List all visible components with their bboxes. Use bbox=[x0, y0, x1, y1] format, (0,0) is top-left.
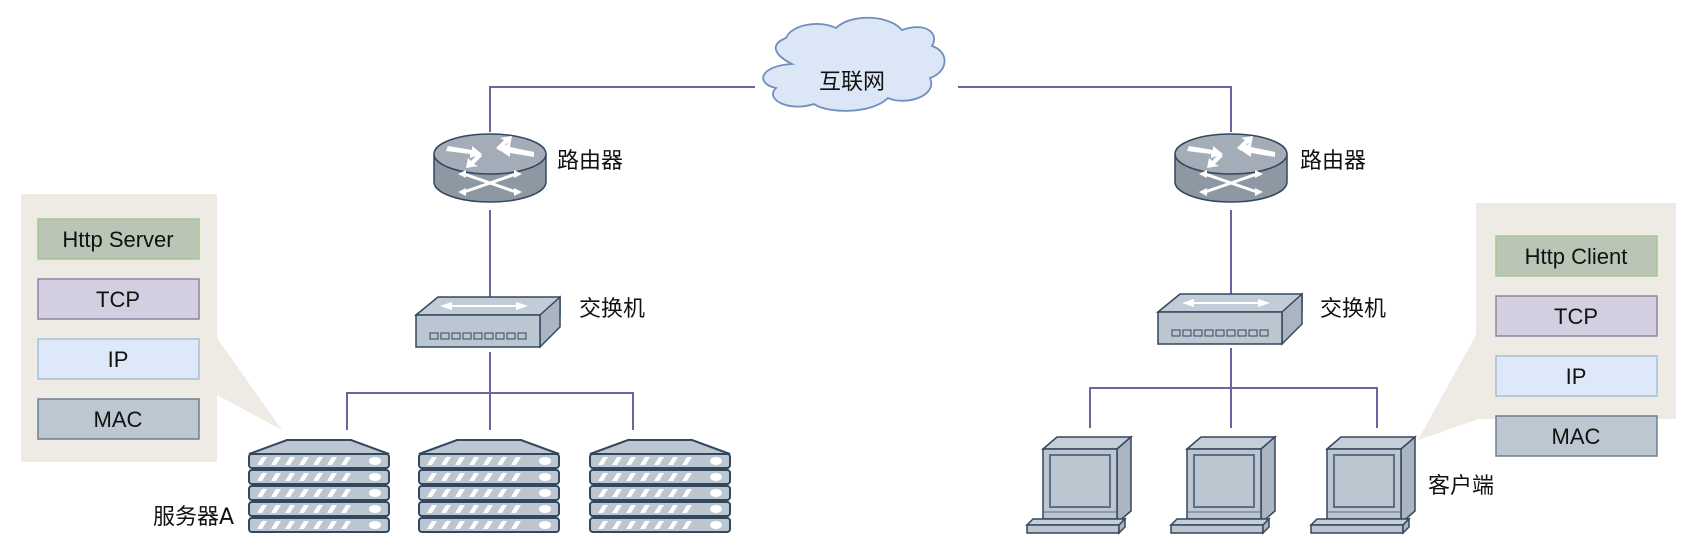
stack-layer-tcp-label: TCP bbox=[96, 287, 140, 312]
right-switch bbox=[1157, 293, 1303, 345]
computer-icon bbox=[1310, 436, 1416, 534]
router-icon bbox=[432, 132, 548, 204]
client-3 bbox=[1310, 436, 1416, 534]
stack-layer-tcp bbox=[37, 278, 200, 320]
link-right-switch-clients bbox=[1089, 348, 1378, 428]
server-label: 服务器A bbox=[153, 505, 234, 530]
stack-layer-app bbox=[1495, 235, 1658, 277]
computer-icon bbox=[1170, 436, 1276, 534]
server-icon bbox=[249, 440, 389, 532]
server-3 bbox=[590, 440, 730, 532]
stack-layer-mac-label: MAC bbox=[1552, 424, 1601, 449]
stack-layer-app-label: Http Server bbox=[62, 227, 173, 252]
stack-layer-app-label: Http Client bbox=[1525, 244, 1628, 269]
server-2 bbox=[419, 440, 559, 532]
left-switch-label: 交换机 bbox=[579, 297, 645, 322]
link-left-router-internet bbox=[489, 86, 755, 132]
server-icon bbox=[419, 440, 559, 532]
client-1 bbox=[1026, 436, 1132, 534]
client-label: 客户端 bbox=[1428, 474, 1494, 499]
left-switch bbox=[415, 296, 561, 348]
stack-layer-mac-label: MAC bbox=[94, 407, 143, 432]
network-links bbox=[346, 86, 1378, 430]
link-left-switch-servers bbox=[346, 352, 634, 430]
right-router bbox=[1173, 132, 1289, 204]
server-protocol-stack: Http Server TCP IP MAC bbox=[21, 194, 282, 462]
switch-icon bbox=[1157, 293, 1303, 345]
server-1 bbox=[249, 440, 389, 532]
client-2 bbox=[1170, 436, 1276, 534]
right-router-label: 路由器 bbox=[1300, 149, 1366, 174]
computer-icon bbox=[1026, 436, 1132, 534]
stack-layer-tcp bbox=[1495, 295, 1658, 337]
link-right-router-internet bbox=[958, 86, 1232, 132]
right-switch-label: 交换机 bbox=[1320, 297, 1386, 322]
switch-icon bbox=[415, 296, 561, 348]
cloud-icon bbox=[762, 16, 946, 112]
stack-layer-ip-label: IP bbox=[1566, 364, 1587, 389]
stack-layer-tcp-label: TCP bbox=[1554, 304, 1598, 329]
stack-layer-ip-label: IP bbox=[108, 347, 129, 372]
server-icon bbox=[590, 440, 730, 532]
router-icon bbox=[1173, 132, 1289, 204]
stack-layer-app bbox=[37, 218, 200, 260]
stack-layer-mac bbox=[37, 398, 200, 440]
client-protocol-stack: Http Client TCP IP MAC bbox=[1418, 203, 1676, 457]
left-router-label: 路由器 bbox=[557, 149, 623, 174]
internet-cloud: 互联网 bbox=[762, 16, 946, 112]
stack-layer-mac bbox=[1495, 415, 1658, 457]
internet-label: 互联网 bbox=[819, 70, 885, 95]
stack-layer-ip bbox=[37, 338, 200, 380]
stack-layer-ip bbox=[1495, 355, 1658, 397]
left-router bbox=[432, 132, 548, 204]
